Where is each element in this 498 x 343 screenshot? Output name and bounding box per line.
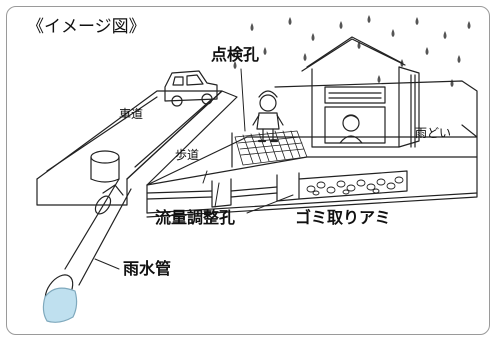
label-inspection-hole: 点検孔 bbox=[211, 45, 260, 64]
car bbox=[164, 70, 218, 107]
water-outflow bbox=[42, 287, 78, 323]
stormwater-illustration bbox=[36, 15, 478, 323]
gravel bbox=[306, 176, 404, 196]
rain-drops bbox=[233, 15, 471, 87]
house bbox=[301, 36, 420, 148]
label-roadway: 車道 bbox=[119, 107, 144, 121]
label-debris-net: ゴミ取りアミ bbox=[295, 208, 391, 227]
illustration-frame: 《イメージ図》 点検孔 車道 歩道 雨どい 流量調整孔 ゴミ取りアミ 雨水管 bbox=[6, 6, 490, 335]
figure-title: 《イメージ図》 bbox=[27, 17, 146, 37]
infiltration-trench bbox=[211, 170, 408, 208]
label-flow-control-hole: 流量調整孔 bbox=[155, 208, 236, 227]
label-sidewalk: 歩道 bbox=[175, 148, 200, 162]
label-storm-pipe: 雨水管 bbox=[123, 259, 172, 278]
inspection-grid bbox=[234, 130, 308, 166]
label-gutter: 雨どい bbox=[415, 126, 452, 140]
back-wall bbox=[274, 80, 478, 138]
worker bbox=[252, 90, 284, 143]
roadway-shape bbox=[36, 90, 238, 214]
leader-lines bbox=[94, 68, 294, 270]
